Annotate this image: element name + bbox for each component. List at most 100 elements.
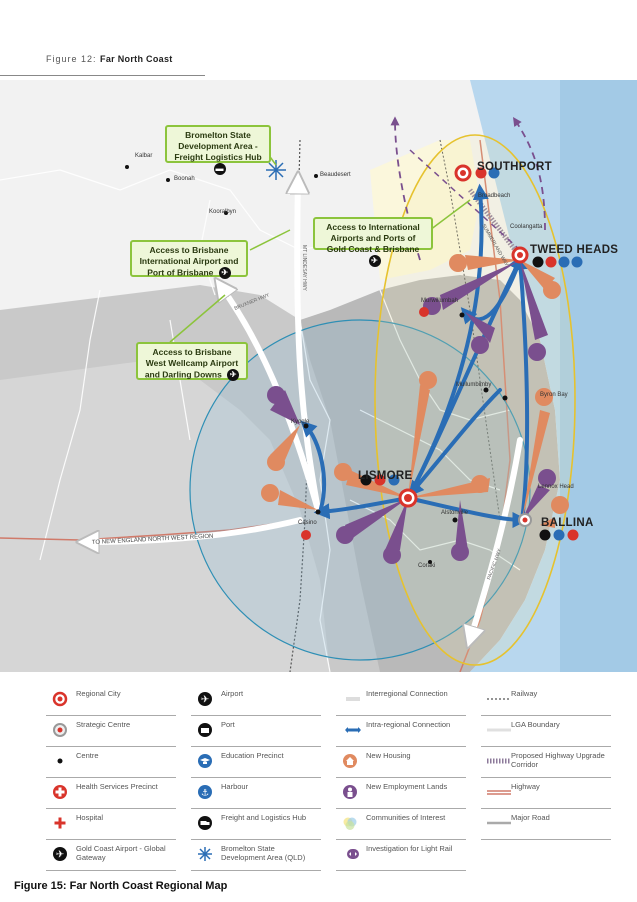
legend-light-rail: Investigation for Light Rail — [336, 840, 466, 871]
interregional-arrows — [85, 180, 523, 640]
intraregional-arrows — [300, 183, 530, 528]
town-kyogle: Kyogle — [291, 419, 310, 425]
legend-airport: ✈ Airport — [191, 685, 321, 716]
figure-label: Figure 12: Far North Coast — [46, 54, 173, 64]
legend-highway: Highway — [481, 778, 611, 809]
callout-bromelton-text: Bromelton State Development Area - Freig… — [174, 130, 262, 162]
legend-label: Communities of Interest — [366, 813, 446, 822]
interregional-arrow-icon — [346, 697, 360, 701]
svg-text:✈: ✈ — [56, 850, 64, 861]
legend-label: Freight and Logistics Hub — [221, 813, 307, 822]
callout-wellcamp: Access to Brisbane West Wellcamp Airport… — [136, 342, 248, 381]
legend-label: Railway — [511, 689, 538, 698]
legend-bromelton: Bromelton State Development Area (QLD) — [191, 840, 321, 871]
legend-label: Hospital — [76, 813, 104, 822]
callout-brisbane-text: Access to Brisbane International Airport… — [139, 245, 239, 278]
airport-icon: ✈ — [368, 255, 381, 267]
title-rule — [0, 75, 205, 76]
figure-number: Figure 12: — [46, 54, 97, 64]
town-lennox: Lennox Head — [538, 484, 574, 490]
city-label-ballina: BALLINA — [541, 517, 594, 529]
snowflake-icon — [198, 847, 212, 861]
figure-title: Far North Coast — [100, 54, 173, 64]
hospital-icon — [53, 816, 67, 830]
legend-label: Regional City — [76, 689, 121, 698]
legend-label: Interregional Connection — [366, 689, 448, 698]
city-markers — [398, 164, 532, 527]
town-beaudesert: Beaudesert — [320, 172, 351, 178]
city-label-tweed: TWEED HEADS — [530, 244, 619, 256]
legend-education: Education Precinct — [191, 747, 321, 778]
legend-label: Harbour — [221, 782, 249, 791]
legend-interregional: Interregional Connection — [336, 685, 466, 716]
house-icon — [343, 754, 357, 768]
legend-label: Investigation for Light Rail — [366, 844, 453, 853]
light-rail-icon — [347, 849, 359, 859]
truck-icon — [198, 816, 212, 830]
light-rail-diagonal — [409, 149, 521, 251]
major-road-icon — [487, 821, 511, 825]
callout-bromelton: Bromelton State Development Area - Freig… — [165, 125, 271, 175]
legend-label: New Employment Lands — [366, 782, 448, 791]
mt-lindesay-label: MT LINDESAY HWY — [301, 245, 307, 292]
callout-brisbane: Access to Brisbane International Airport… — [130, 240, 248, 279]
town-broadbeach: Broadbeach — [478, 193, 511, 199]
airport-icon: ✈ — [227, 369, 240, 381]
growth-markers — [261, 254, 569, 564]
strategic-centre-icon — [53, 723, 67, 737]
town-coraki: Coraki — [418, 563, 436, 569]
town-kalbar: Kalbar — [135, 153, 153, 159]
legend-new-housing: New Housing — [336, 747, 466, 778]
nsw-west-zone-light — [0, 360, 330, 672]
bromelton-marker — [266, 160, 286, 180]
highway-upgrade-corridor — [468, 188, 517, 252]
town-murwillumbah: Murwillumbah — [421, 298, 459, 304]
worker-icon — [343, 785, 357, 799]
legend-communities: Communities of Interest — [336, 809, 466, 840]
airport-icon: ✈ — [198, 692, 212, 706]
town-kooralbyn: Kooralbyn — [209, 209, 237, 215]
legend-major-road: Major Road — [481, 809, 611, 840]
figure-caption: Figure 15: Far North Coast Regional Map — [14, 880, 228, 892]
highway-line-icon — [487, 790, 511, 795]
svg-text:✈: ✈ — [201, 695, 209, 706]
town-coolangatta: Coolangatta — [510, 224, 543, 230]
town-byron: Byron Bay — [540, 392, 568, 398]
legend-label: Highway — [511, 782, 540, 791]
legend-intraregional: Intra-regional Connection — [336, 716, 466, 747]
airport-icon: ✈ — [218, 267, 231, 279]
legend-label: LGA Boundary — [511, 720, 560, 729]
legend-label: Gold Coast Airport - Global Gateway — [76, 844, 166, 862]
callout-wellcamp-text: Access to Brisbane West Wellcamp Airport… — [144, 347, 239, 380]
global-airport-icon: ✈ — [53, 847, 67, 861]
legend-label: Airport — [221, 689, 244, 698]
light-rail-arrow-right — [513, 117, 546, 231]
legend-upgrade-corridor: Proposed Highway Upgrade Corridor — [481, 747, 611, 778]
legend-freight: Freight and Logistics Hub — [191, 809, 321, 840]
legend-new-employment: New Employment Lands — [336, 778, 466, 809]
legend-centre: Centre — [46, 747, 176, 778]
town-casino: Casino — [298, 520, 317, 526]
legend-port: Port — [191, 716, 321, 747]
truck-icon: ▬ — [213, 163, 226, 175]
education-cap-icon — [198, 754, 212, 768]
legend-label: Health Services Precinct — [76, 782, 158, 791]
regional-map: TO NEW ENGLAND NORTH WEST REGION MT LIND… — [0, 80, 637, 672]
legend-label: New Housing — [366, 751, 411, 760]
callout-goldcoast-text: Access to International Airports and Por… — [326, 222, 420, 254]
town-boonah: Boonah — [174, 176, 195, 182]
legend-label: Major Road — [511, 813, 550, 822]
legend-label: Bromelton State Development Area (QLD) — [221, 844, 306, 862]
svg-text:⚓: ⚓ — [201, 789, 209, 799]
legend-label: Port — [221, 720, 235, 729]
legend-gold-coast-airport: ✈ Gold Coast Airport - Global Gateway — [46, 840, 176, 871]
legend-lga-boundary: LGA Boundary — [481, 716, 611, 747]
communities-icon — [343, 817, 357, 830]
town-mullumbimby: Mullumbimby — [456, 382, 492, 388]
town-alstonville: Alstonville — [441, 510, 469, 516]
city-label-lismore: LISMORE — [358, 470, 413, 482]
centre-dot-icon — [57, 758, 63, 764]
regional-city-icon — [52, 691, 68, 707]
legend-label: Education Precinct — [221, 751, 284, 760]
intraregional-arrow-icon — [345, 727, 361, 733]
